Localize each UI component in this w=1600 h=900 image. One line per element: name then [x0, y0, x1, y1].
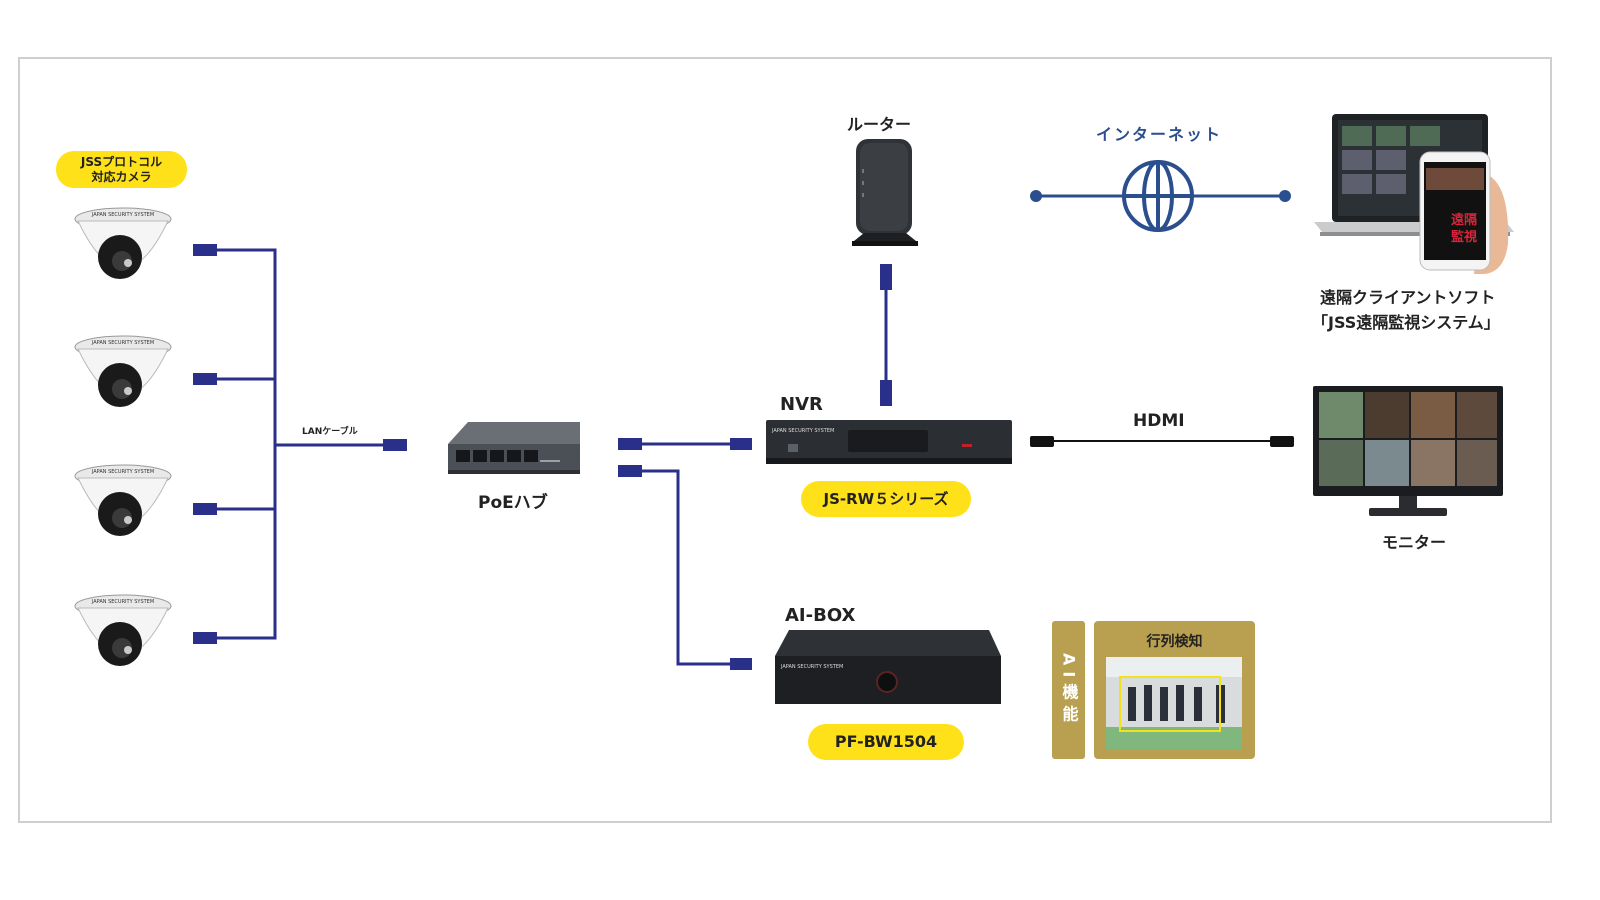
dome-camera-3: JAPAN SECURITY SYSTEM: [74, 464, 172, 536]
rj45-connector: [618, 438, 642, 450]
camera-brand-text: JAPAN SECURITY SYSTEM: [91, 212, 154, 218]
internet-endpoint: [1279, 190, 1291, 202]
ai-box-device: JAPAN SECURITY SYSTEM: [775, 630, 1001, 704]
rj45-connector: [383, 439, 407, 451]
nvr-device: JAPAN SECURITY SYSTEM: [766, 420, 1012, 464]
rj45-connector: [880, 380, 892, 406]
phone-text-2: 監視: [1451, 229, 1477, 245]
router-label: ルーター: [847, 115, 912, 134]
queue-detection-card: 行列検知: [1094, 621, 1255, 759]
nvr-brand-text: JAPAN SECURITY SYSTEM: [771, 428, 834, 434]
hdmi-label: HDMI: [1133, 411, 1185, 431]
monitor-device: [1313, 386, 1503, 516]
remote-software-label-line1: 遠隔クライアントソフト: [1320, 288, 1496, 307]
camera-label-pill: JSSプロトコル 対応カメラ: [56, 151, 187, 188]
diagram-frame: [18, 57, 1552, 823]
router-device: [852, 139, 918, 246]
ai-box-label: AI-BOX: [785, 605, 856, 626]
camera-brand-text: JAPAN SECURITY SYSTEM: [91, 469, 154, 475]
ai-function-text: AI機能: [1059, 652, 1079, 728]
rj45-connector: [193, 244, 217, 256]
hdmi-connector: [1270, 436, 1294, 447]
nvr-label: NVR: [780, 394, 823, 415]
dome-camera-2: JAPAN SECURITY SYSTEM: [74, 335, 172, 407]
phone-text-1: 遠隔: [1451, 212, 1477, 228]
internet-label: インターネット: [1096, 125, 1223, 144]
poe-hub-device: [448, 422, 580, 474]
globe-icon: [1122, 160, 1194, 232]
cable-hub-to-aibox: [640, 469, 732, 666]
queue-detection-image: [1106, 657, 1242, 749]
dome-camera-1: JAPAN SECURITY SYSTEM: [74, 207, 172, 279]
camera-brand-text: JAPAN SECURITY SYSTEM: [91, 340, 154, 346]
rj45-connector: [730, 438, 752, 450]
aibox-brand-text: JAPAN SECURITY SYSTEM: [780, 664, 843, 670]
cable-camera-1: [215, 248, 277, 640]
rj45-connector: [193, 503, 217, 515]
poe-hub-label: PoEハブ: [478, 493, 548, 513]
ai-function-tag: AI機能: [1052, 621, 1085, 759]
rj45-connector: [730, 658, 752, 670]
dome-camera-4: JAPAN SECURITY SYSTEM: [74, 594, 172, 666]
lan-cable-label: LANケーブル: [302, 427, 358, 437]
internet-endpoint: [1030, 190, 1042, 202]
rj45-connector: [193, 373, 217, 385]
remote-software-label-line2: 「JSS遠隔監視システム」: [1312, 313, 1500, 332]
laptop-with-phone: 遠隔 監視: [1314, 114, 1514, 274]
hdmi-connector: [1030, 436, 1054, 447]
rj45-connector: [618, 465, 642, 477]
nvr-model-pill: JS-RW５シリーズ: [801, 481, 971, 517]
ai-box-model-pill: PF-BW1504: [808, 724, 964, 760]
queue-detection-title: 行列検知: [1146, 634, 1203, 650]
monitor-label: モニター: [1382, 533, 1447, 552]
rj45-connector: [193, 632, 217, 644]
rj45-connector: [880, 264, 892, 290]
camera-brand-text: JAPAN SECURITY SYSTEM: [91, 599, 154, 605]
